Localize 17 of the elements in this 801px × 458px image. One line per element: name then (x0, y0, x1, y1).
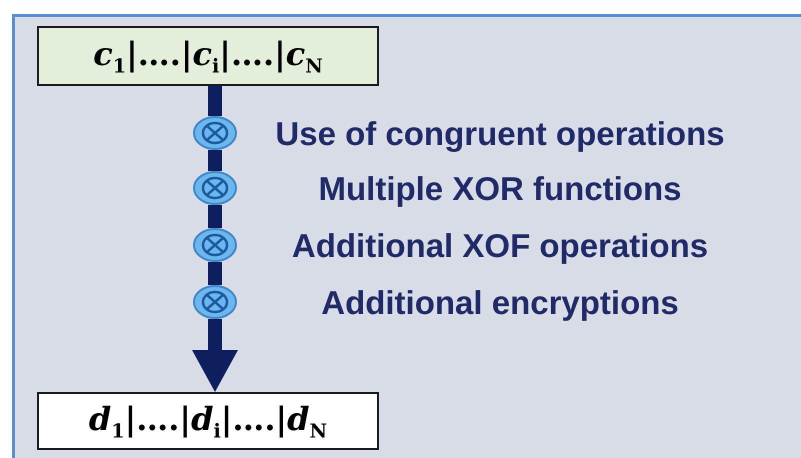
step-label: Additional encryptions (321, 284, 679, 322)
sequence-label: c$_{1}$|….|c$_{i}$|….|c$_{N}$ (93, 34, 323, 78)
sequence-box (37, 392, 379, 450)
connector-line (208, 86, 222, 116)
xor-symbol-icon (193, 171, 237, 205)
step-label: Additional XOF operations (292, 227, 708, 265)
step-label: Use of congruent operations (275, 115, 725, 153)
xor-symbol-icon (193, 285, 237, 319)
connector-line (208, 150, 222, 171)
connector-line (208, 262, 222, 285)
xor-symbol-icon (193, 116, 237, 150)
arrow (192, 319, 238, 392)
xor-symbol-icon (193, 228, 237, 262)
connector-line (208, 205, 222, 228)
sequence-box (37, 26, 379, 86)
sequence-label: d$_{1}$|….|d$_{i}$|….|d$_{N}$ (88, 400, 328, 442)
step-label: Multiple XOR functions (318, 170, 682, 208)
